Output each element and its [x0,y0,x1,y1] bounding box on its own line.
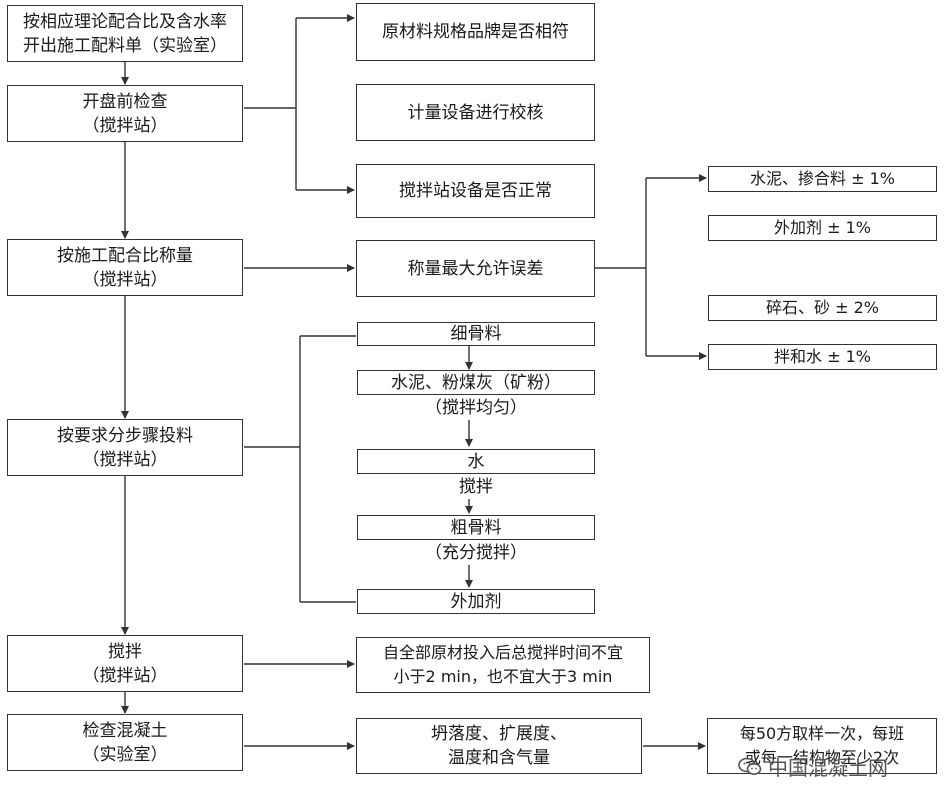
step-mix-proportion-line2: 开出施工配料单（实验室） [23,35,227,56]
step-pre-check-title: 开盘前检查 [82,91,168,112]
step-weighing-location: （搅拌站） [82,269,168,290]
step-mix-proportion: 按相应理论配合比及含水率 开出施工配料单（实验室） [7,5,243,62]
weighing-max-error-text: 称量最大允许误差 [407,258,544,279]
step-feeding: 按要求分步骤投料 （搅拌站） [7,419,243,476]
check-metering-calibration-text: 计量设备进行校核 [407,102,544,123]
tolerance-admixture: 外加剂 ± 1% [708,215,937,241]
inspection-items-line2: 温度和含气量 [448,748,550,768]
feed-water: 水 [357,449,595,474]
step-mixing: 搅拌 （搅拌站） [7,635,243,692]
sampling-frequency-line2: 或每一结构物至少2次 [744,748,900,767]
step-weighing-title: 按施工配合比称量 [57,245,193,266]
feed-coarse-aggregate: 粗骨料 [357,515,595,540]
step-pre-check-location: （搅拌站） [82,115,168,136]
feed-coarse-aggregate-text: 粗骨料 [450,517,502,538]
feed-admixture: 外加剂 [357,589,595,614]
tolerance-aggregate: 碎石、砂 ± 2% [708,295,937,321]
inspection-items-line1: 坍落度、扩展度、 [431,724,567,744]
step-feeding-location: （搅拌站） [82,449,168,470]
mixing-time-line2: 小于2 min，也不宜大于3 min [393,667,613,686]
tolerance-admixture-text: 外加剂 ± 1% [774,218,871,237]
step-inspection: 检查混凝土 （实验室） [7,714,243,771]
step-mix-proportion-line1: 按相应理论配合比及含水率 [23,11,227,32]
inspection-items: 坍落度、扩展度、 温度和含气量 [356,718,642,774]
sampling-frequency-line1: 每50方取样一次，每班 [739,724,905,743]
mixing-time-note: 自全部原材投入后总搅拌时间不宜 小于2 min，也不宜大于3 min [356,637,650,693]
tolerance-water-text: 拌和水 ± 1% [774,347,871,366]
step-inspection-location: （实验室） [82,744,168,765]
step-mixing-title: 搅拌 [108,641,142,662]
mixing-time-line1: 自全部原材投入后总搅拌时间不宜 [382,643,623,662]
step-weighing: 按施工配合比称量 （搅拌站） [7,239,243,296]
feed-coarse-note: （充分搅拌） [425,543,527,563]
feed-water-text: 水 [467,451,485,472]
check-metering-calibration: 计量设备进行校核 [356,84,595,141]
tolerance-cement: 水泥、掺合料 ± 1% [708,166,937,192]
feed-water-note: 搅拌 [459,477,493,497]
watermark: 中国混凝土网 [738,752,888,781]
check-material-spec-text: 原材料规格品牌是否相符 [382,22,569,42]
check-material-spec: 原材料规格品牌是否相符 [356,3,595,61]
step-feeding-title: 按要求分步骤投料 [57,425,193,446]
feed-fine-aggregate-text: 细骨料 [450,324,502,344]
sampling-frequency: 每50方取样一次，每班 或每一结构物至少2次 [707,718,937,774]
tolerance-aggregate-text: 碎石、砂 ± 2% [766,298,879,317]
feed-fine-aggregate: 细骨料 [357,322,595,346]
tolerance-cement-text: 水泥、掺合料 ± 1% [750,169,895,188]
feed-cement: 水泥、粉煤灰（矿粉） [357,370,595,395]
feed-cement-note: （搅拌均匀） [425,398,527,418]
wechat-icon [738,757,762,775]
tolerance-water: 拌和水 ± 1% [708,344,937,370]
check-plant-equipment-text: 搅拌站设备是否正常 [399,181,552,201]
step-mixing-location: （搅拌站） [82,665,168,686]
step-inspection-title: 检查混凝土 [82,720,168,741]
check-plant-equipment: 搅拌站设备是否正常 [356,164,595,218]
watermark-text: 中国混凝土网 [768,756,888,780]
weighing-max-error: 称量最大允许误差 [356,240,595,297]
step-pre-check: 开盘前检查 （搅拌站） [7,85,243,142]
feed-admixture-text: 外加剂 [450,591,502,612]
feed-cement-text: 水泥、粉煤灰（矿粉） [391,372,561,393]
